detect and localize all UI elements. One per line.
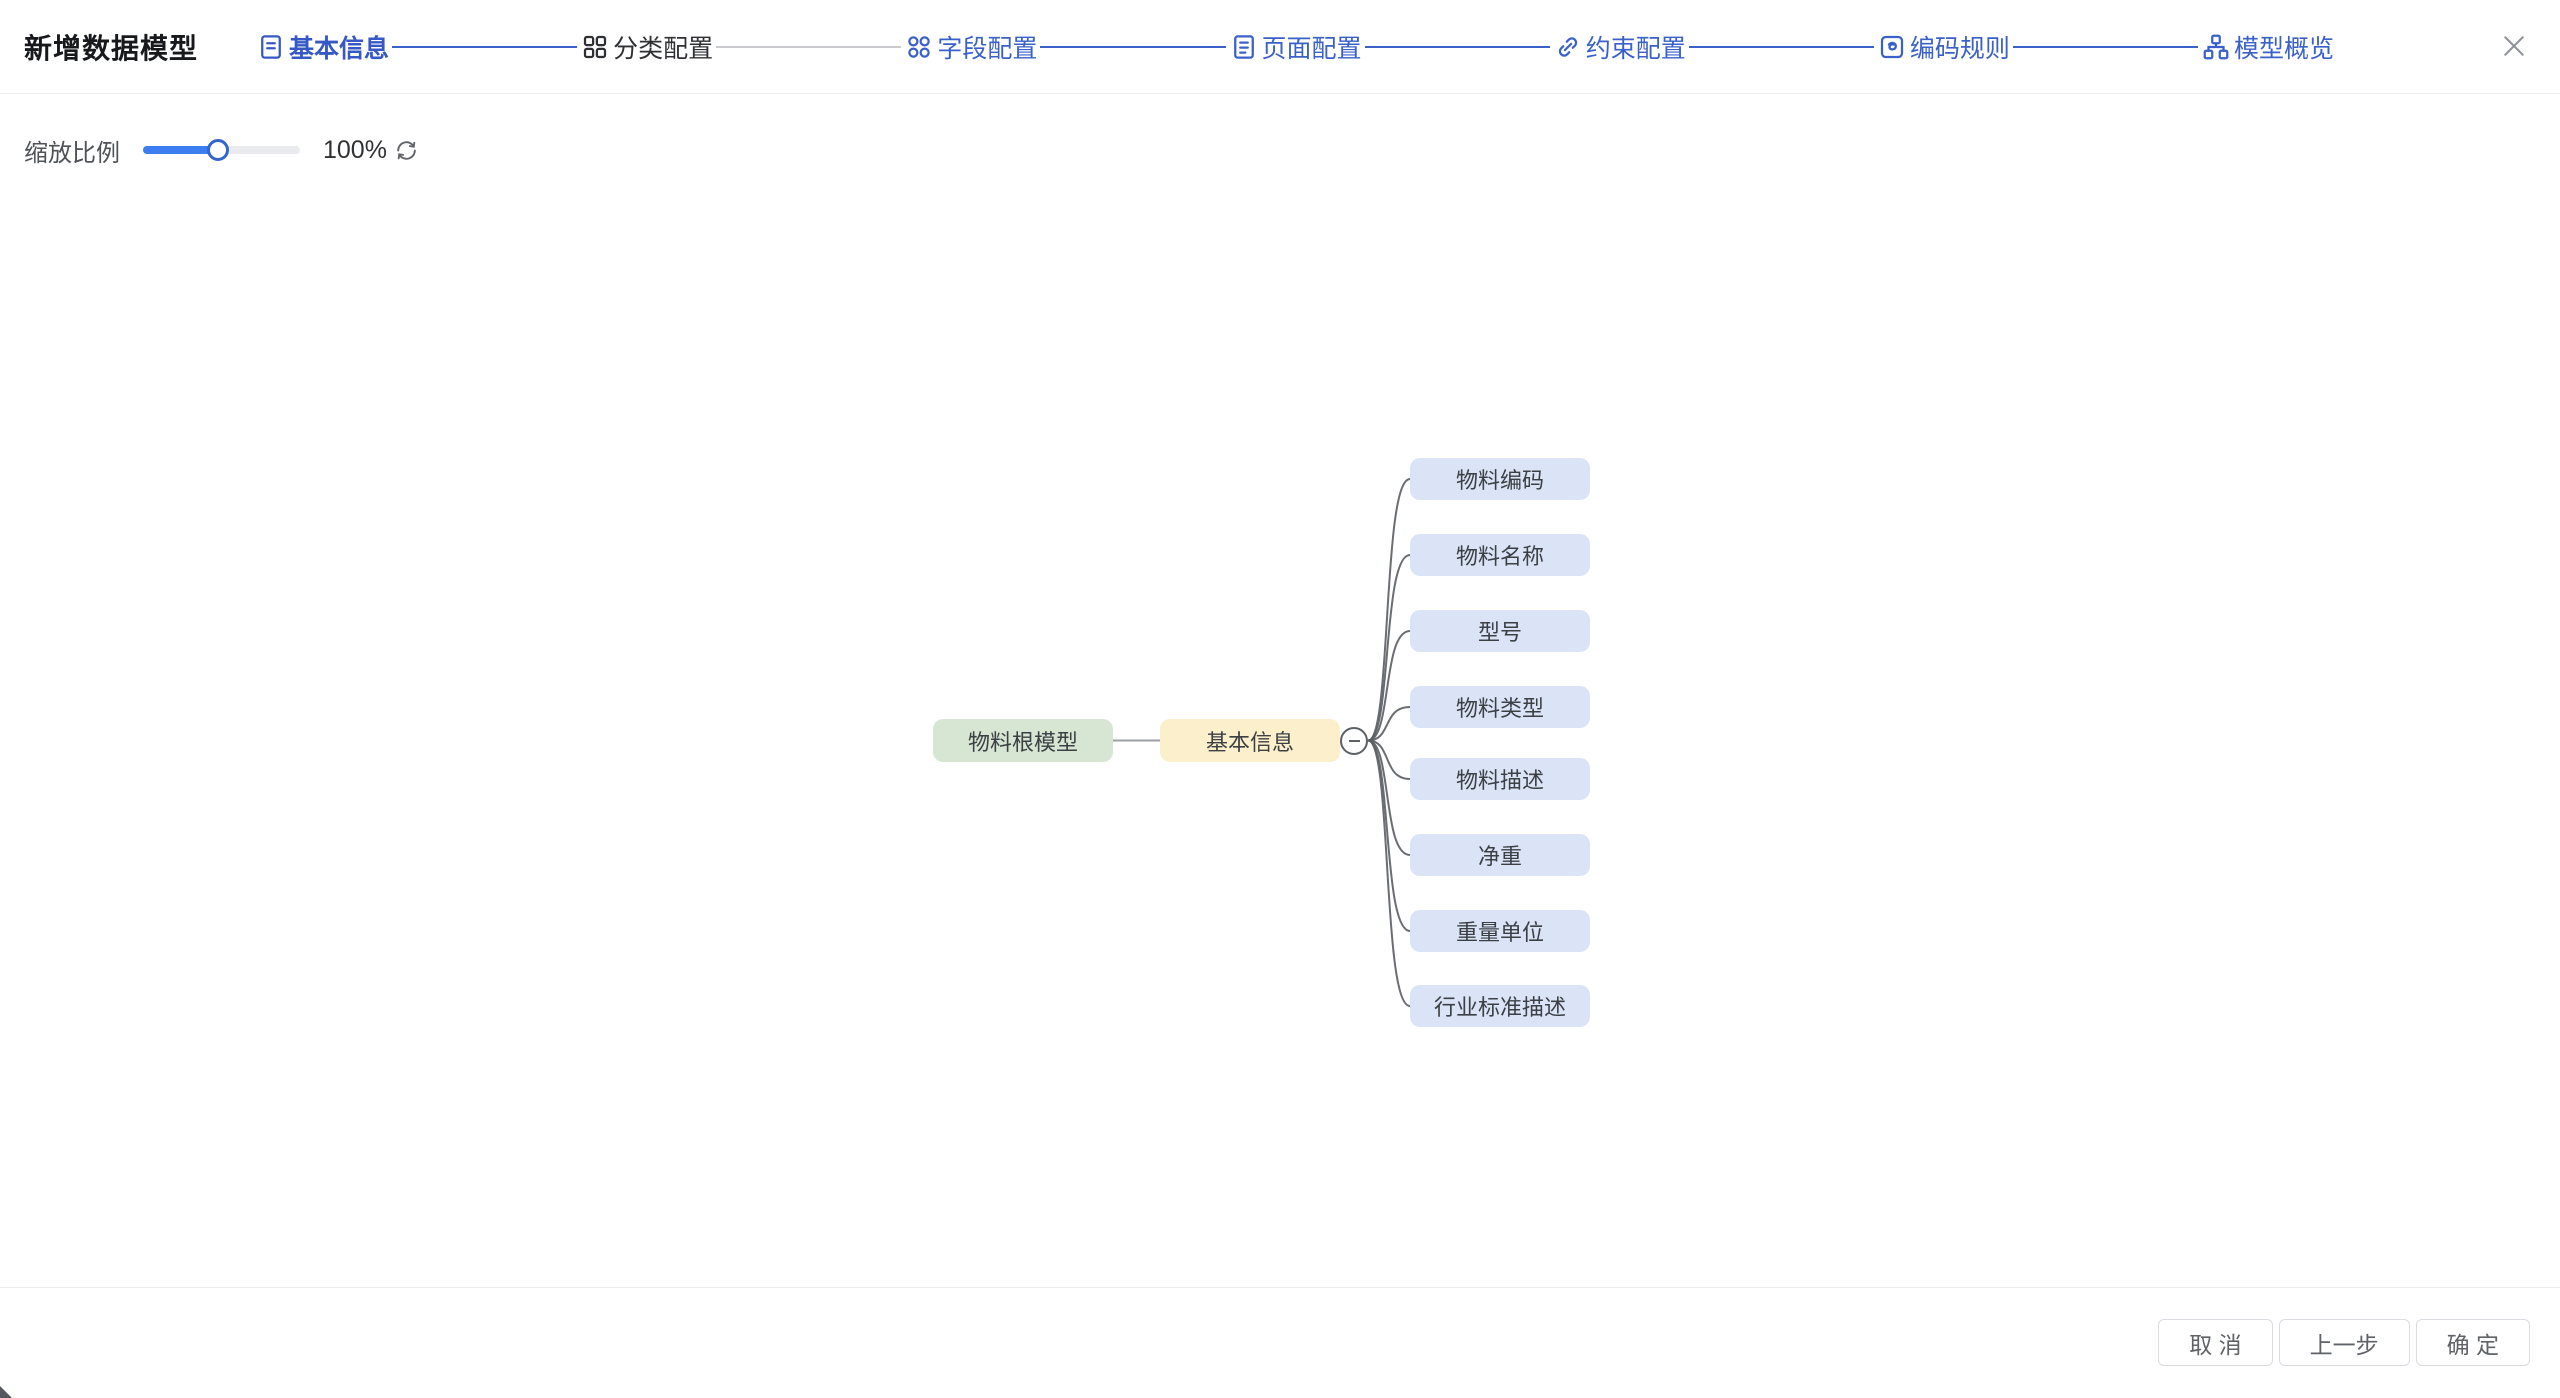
step-label: 分类配置 [613, 35, 714, 63]
step-connector [392, 46, 578, 48]
zoom-scale-label: 缩放比例 [24, 139, 120, 167]
mindmap-connector-lines [1113, 478, 1411, 1007]
mindmap-child-node[interactable]: 型号 [1410, 610, 1590, 652]
mindmap-child-node[interactable]: 物料类型 [1410, 686, 1590, 728]
mindmap-branch-node[interactable]: 基本信息 [1160, 719, 1340, 762]
mindmap-child-node[interactable]: 行业标准描述 [1410, 985, 1590, 1027]
minus-collapse-icon[interactable] [1340, 727, 1368, 755]
dialog-title: 新增数据模型 [24, 33, 199, 64]
close-icon[interactable] [2494, 26, 2534, 66]
step-label: 字段配置 [937, 35, 1038, 63]
zoom-slider[interactable] [143, 139, 300, 161]
step-wizard-nav: 基本信息 分类配置 字段配置 页面配置 约束配置 编码规则 模型概览 [256, 0, 2334, 94]
step-label: 约束配置 [1585, 35, 1686, 63]
step-item-5[interactable]: 约束配置 [1553, 29, 1686, 65]
zoom-slider-handle[interactable] [207, 139, 230, 161]
step-connector [1364, 46, 1550, 48]
step-label: 模型概览 [2234, 35, 2335, 63]
mindmap-root-node[interactable]: 物料根模型 [933, 719, 1113, 762]
mindmap-child-node[interactable]: 净重 [1410, 834, 1590, 876]
zoom-percentage-value: 100% [323, 135, 387, 164]
previous-step-button[interactable]: 上一步 [2278, 1319, 2410, 1366]
step-connector [2012, 46, 2199, 48]
dialog-footer: 取 消上一步确 定 [0, 1287, 2560, 1398]
step-connector [1688, 46, 1874, 48]
mindmap-child-node[interactable]: 物料名称 [1410, 534, 1590, 576]
zoom-toolbar: 缩放比例 100% [0, 118, 2560, 182]
confirm-button[interactable]: 确 定 [2415, 1319, 2530, 1366]
step-label: 基本信息 [289, 35, 390, 63]
step-item-6[interactable]: 编码规则 [1877, 29, 2010, 65]
step-item-3[interactable]: 字段配置 [904, 29, 1037, 65]
step-label: 编码规则 [1909, 35, 2010, 63]
step-item-7[interactable]: 模型概览 [2201, 29, 2334, 65]
step-connector [1040, 46, 1226, 48]
step-connector [716, 46, 902, 48]
document-icon [256, 32, 286, 62]
page-icon [1229, 32, 1259, 62]
footer-button-group: 取 消上一步确 定 [2158, 1319, 2530, 1366]
step-item-4[interactable]: 页面配置 [1229, 29, 1362, 65]
dialog-header: 新增数据模型 基本信息 分类配置 字段配置 页面配置 约束配置 编码规则 模型概览 [0, 0, 2560, 94]
mindmap-canvas[interactable]: 物料根模型 基本信息 物料编码物料名称型号物料类型物料描述净重重量单位行业标准描… [0, 183, 2560, 1287]
mindmap-child-node[interactable]: 物料描述 [1410, 758, 1590, 800]
link-icon [1553, 32, 1583, 62]
step-item-1[interactable]: 基本信息 [256, 29, 389, 65]
step-item-2[interactable]: 分类配置 [580, 29, 713, 65]
sitemap-icon [2201, 32, 2231, 62]
mindmap-child-node[interactable]: 重量单位 [1410, 910, 1590, 952]
refresh-icon[interactable] [390, 134, 422, 166]
step-label: 页面配置 [1261, 35, 1362, 63]
mouse-cursor-fragment [0, 1386, 12, 1398]
rule-icon [1877, 32, 1907, 62]
circles-grid-icon [904, 32, 934, 62]
cancel-button[interactable]: 取 消 [2158, 1319, 2273, 1366]
squares-grid-icon [580, 32, 610, 62]
zoom-slider-fill [143, 146, 219, 154]
mindmap-child-node[interactable]: 物料编码 [1410, 458, 1590, 500]
